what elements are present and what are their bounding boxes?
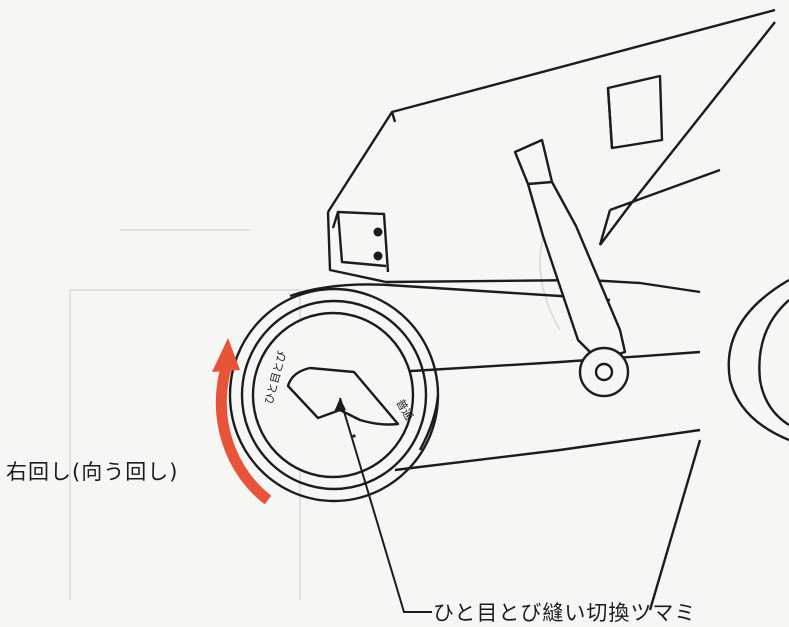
dial-knob[interactable] <box>251 311 415 479</box>
rotation-arrow <box>212 338 272 505</box>
dial-housing <box>228 287 440 503</box>
pillar-edge <box>648 439 702 611</box>
lower-arm <box>289 281 701 472</box>
leader-arrowhead <box>334 398 346 412</box>
skip-stitch-knob-label: ひと目とび縫い切換ツマミ <box>433 601 697 625</box>
lever-arm[interactable] <box>513 138 630 398</box>
machine-head <box>326 8 776 285</box>
leader-line <box>339 397 432 613</box>
rotation-direction-label: 右回し(向う回し) <box>6 460 179 484</box>
handwheel <box>727 278 789 442</box>
plate-screws <box>373 227 383 261</box>
